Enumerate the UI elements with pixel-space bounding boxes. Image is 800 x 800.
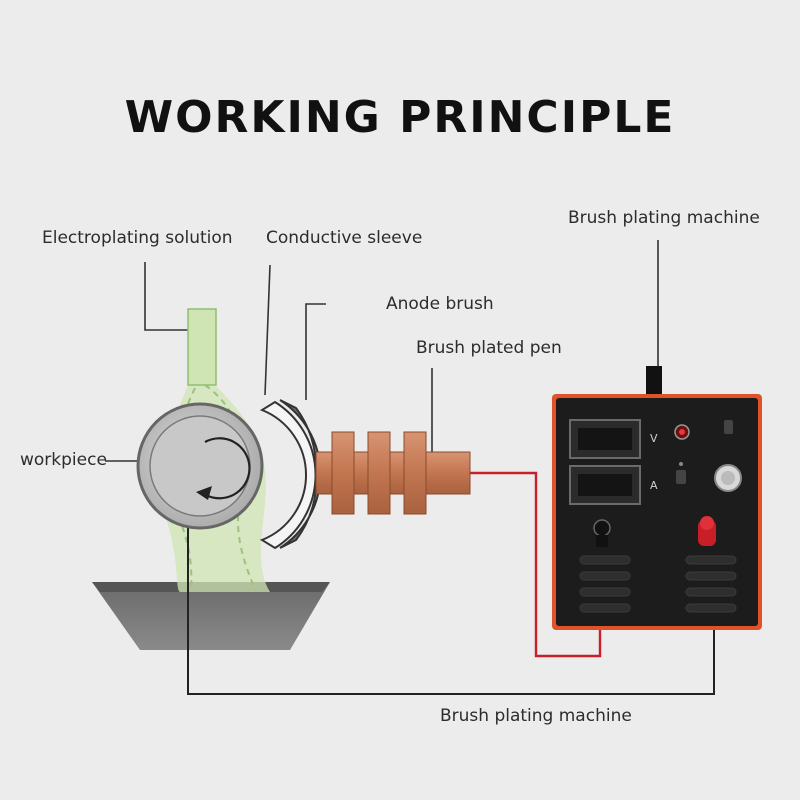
brush-plating-machine: V A	[552, 366, 762, 630]
label-workpiece: workpiece	[20, 450, 107, 470]
leader-conductive-sleeve	[264, 264, 271, 396]
label-electroplating-solution: Electroplating solution	[42, 228, 233, 248]
label-machine-top: Brush plating machine	[568, 208, 760, 228]
solution-tray	[92, 582, 330, 650]
label-machine-bottom: Brush plating machine	[440, 706, 632, 726]
label-brush-plated-pen: Brush plated pen	[416, 338, 562, 358]
leader-anode-brush	[305, 303, 326, 400]
rotation-arrow-icon	[204, 437, 251, 500]
page-title: WORKING PRINCIPLE	[124, 92, 676, 143]
negative-terminal	[593, 519, 611, 537]
leader-lines	[105, 240, 659, 465]
current-unit: A	[650, 479, 658, 492]
voltage-unit: V	[650, 432, 658, 445]
workpiece	[136, 402, 264, 530]
label-conductive-sleeve: Conductive sleeve	[266, 228, 423, 248]
sleeve-assembly	[259, 399, 322, 550]
leader-electroplating-solution	[144, 262, 188, 331]
conductive-sleeve	[259, 400, 317, 550]
toggle-switch-middle	[676, 470, 686, 484]
brush-plated-pen	[315, 431, 471, 515]
toggle-switch-top	[724, 420, 733, 434]
solution-container	[187, 308, 217, 386]
vent-slots	[579, 555, 737, 613]
label-anode-brush: Anode brush	[386, 294, 494, 314]
anode-brush	[279, 399, 322, 549]
